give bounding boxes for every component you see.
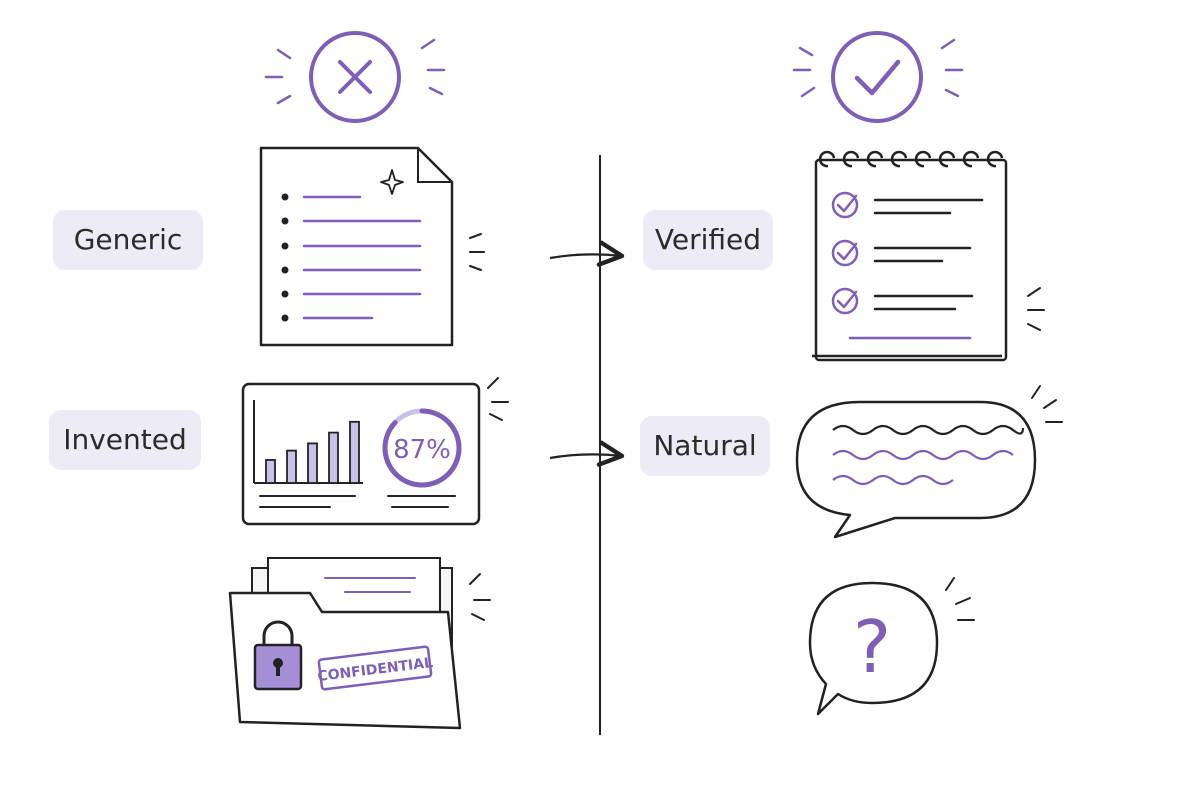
dashboard-bar [265,459,276,484]
locked-folder-icon: CONFIDENTIAL [228,557,491,730]
question-bubble-icon: ? [808,577,975,716]
gauge-arc [382,408,462,488]
arrow-row2 [549,440,625,467]
dashboard-bar [349,420,360,484]
question-mark: ? [853,605,891,689]
speech-bubble-icon [795,385,1063,539]
checklist-notepad-icon [812,150,1045,362]
label-generic: Generic [53,210,203,270]
dashboard-bar [307,442,318,484]
label-verified: Verified [643,210,773,270]
lock-icon [253,620,303,691]
dashboard-bar [286,449,297,484]
dashboard-chart-icon: 87% [241,377,509,526]
dashboard-bar [328,431,339,484]
label-invented: Invented [49,410,201,470]
gauge-value: 87% [393,435,451,465]
x-circle-icon [264,31,446,123]
document-with-bullets-icon [259,146,485,347]
label-natural: Natural [640,416,770,476]
bar-group [265,420,360,484]
check-circle-icon [792,31,964,123]
arrow-row1 [549,240,625,267]
